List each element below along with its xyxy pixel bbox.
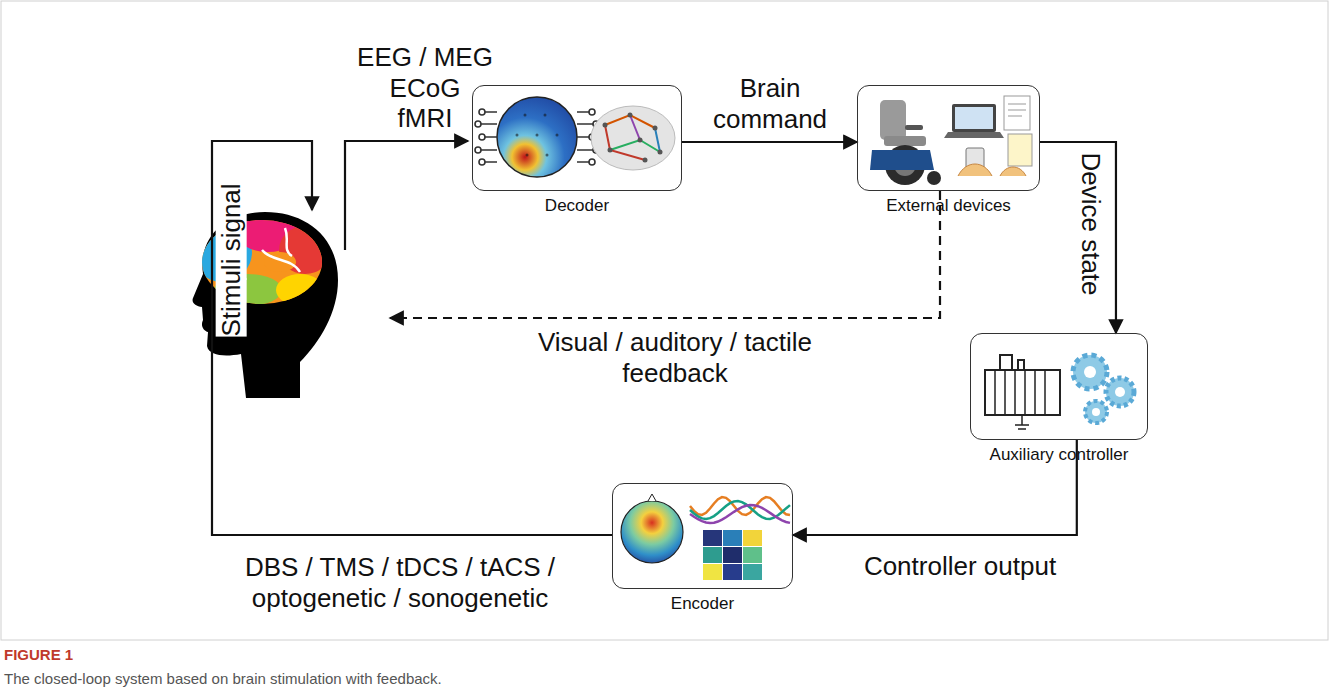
connector-arrow — [682, 141, 857, 143]
process-box: Encoder — [612, 483, 793, 614]
heatmap-cell — [723, 547, 742, 563]
signal-label: optogenetic / sonogenetic — [252, 583, 548, 614]
label-holder: EEG / MEG — [357, 42, 493, 73]
label-holder: DBS / TMS / tDCS / tACS / — [245, 552, 555, 583]
process-box: External devices — [857, 85, 1040, 216]
heatmap-cell — [703, 530, 722, 546]
connector-arrow — [1040, 142, 1116, 333]
signal-label: EEG / MEG — [357, 42, 493, 73]
heatmap-cell — [743, 547, 762, 563]
label-holder: Device state — [1076, 152, 1107, 295]
icon-frame — [857, 85, 1040, 191]
signal-label: DBS / TMS / tDCS / tACS / — [245, 552, 555, 583]
edge-label: Device state — [1076, 152, 1107, 295]
layout-wires — [212, 141, 940, 535]
figure-number: FIGURE 1 — [4, 646, 73, 664]
process-box: Auxiliary controller — [970, 333, 1148, 465]
heatmap-cell — [703, 547, 722, 563]
wave-stroke — [690, 505, 790, 523]
label-holder: Stimuli signal — [216, 183, 247, 336]
label-holder: Visual / auditory / tactile — [538, 327, 812, 358]
edge-label: Brain command — [695, 73, 845, 134]
encoder-icon — [621, 494, 790, 580]
signal-label: feedback — [622, 358, 728, 389]
label-holder: feedback — [622, 358, 728, 389]
signal-label: Visual / auditory / tactile — [538, 327, 812, 358]
label-holder: Controller output — [864, 551, 1056, 582]
edge-label: Controller output — [864, 551, 1056, 582]
node-label: Decoder — [472, 196, 682, 216]
label-holder: fMRI — [398, 103, 453, 134]
decoder-icon — [475, 97, 675, 177]
heatmap-cell — [743, 530, 762, 546]
caption-holder: The closed-loop system based on brain st… — [4, 670, 442, 688]
label-holder: ECoG — [390, 73, 461, 104]
heatmap-cell — [743, 564, 762, 580]
heatmap-cell — [723, 564, 742, 580]
icon-frame — [612, 483, 793, 589]
feedback-wire — [390, 191, 940, 318]
process-box: Decoder — [472, 85, 682, 216]
icon-frame — [472, 85, 682, 191]
figure-frame — [1, 1, 1328, 640]
icon-frame — [970, 333, 1148, 440]
caption: The closed-loop system based on brain st… — [4, 670, 442, 688]
node-label: External devices — [857, 196, 1040, 216]
heatmap-cell — [703, 564, 722, 580]
brain-head — [192, 212, 338, 398]
recording-wire — [345, 141, 468, 250]
node-label: Auxiliary controller — [970, 445, 1148, 465]
signal-label: ECoG — [390, 73, 461, 104]
wave-stroke — [690, 497, 790, 515]
label-holder: FIGURE 1 — [4, 646, 73, 664]
signal-label: fMRI — [398, 103, 453, 134]
heatmap-cell — [723, 530, 742, 546]
auxiliary-controller-icon — [985, 355, 1134, 429]
label-holder: Brain command — [695, 73, 845, 134]
signal-label: Stimuli signal — [216, 183, 247, 336]
label-holder: optogenetic / sonogenetic — [252, 583, 548, 614]
external-devices-icon — [870, 96, 1032, 185]
node-label: Encoder — [612, 594, 793, 614]
